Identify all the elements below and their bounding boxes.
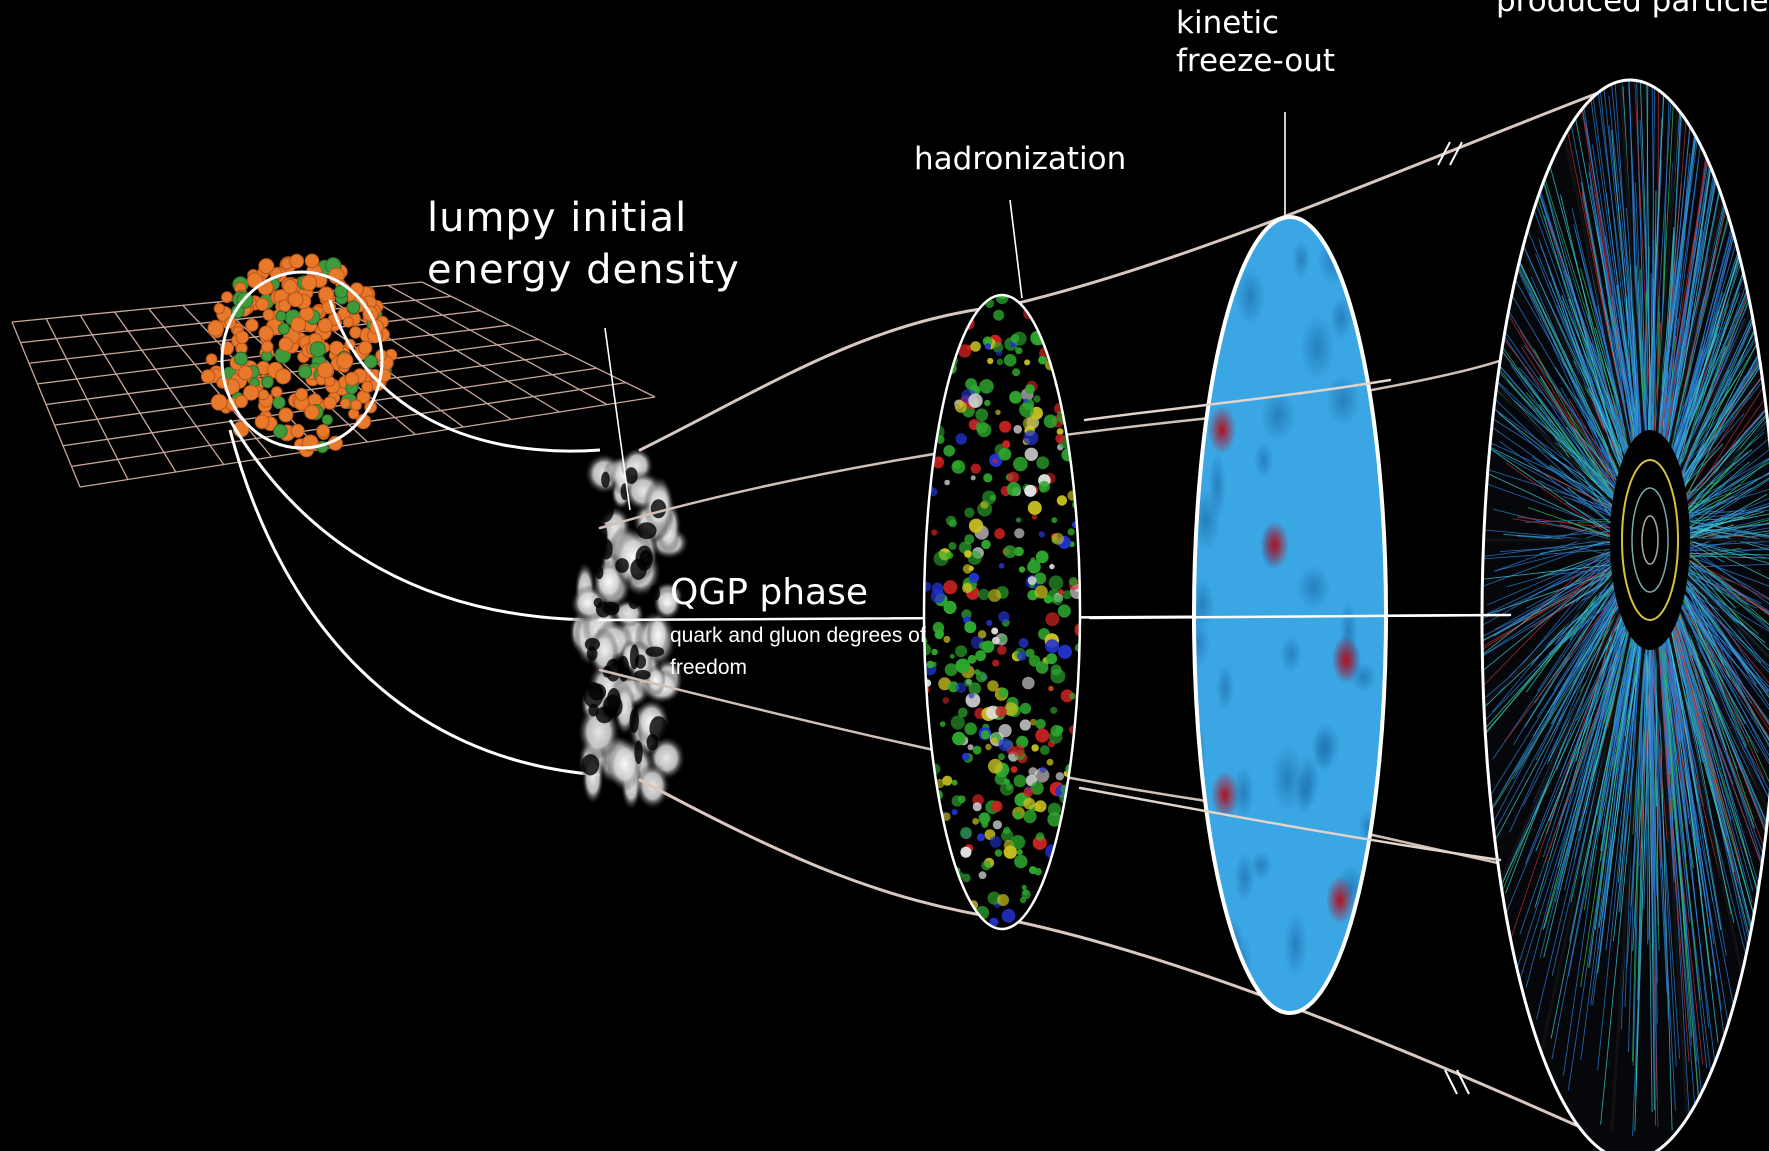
initial-energy-label: lumpy initial energy density — [427, 192, 740, 296]
qgp-phase-subtitle: quark and gluon degrees of freedom — [670, 620, 926, 684]
produced-particles-detector-disk — [1480, 78, 1769, 1151]
kinetic-line-1: kinetic — [1176, 5, 1280, 41]
produced-particles-label: produced particles — [1496, 0, 1769, 19]
kinetic-line-2: freeze-out — [1176, 43, 1335, 79]
kinetic-freezeout-disk — [1192, 215, 1388, 1015]
initial-label-line-1: lumpy initial — [427, 195, 688, 241]
qgp-phase-title: QGP phase — [670, 572, 869, 613]
initial-state-outline — [220, 270, 384, 450]
kinetic-freezeout-label: kinetic freeze-out — [1176, 4, 1335, 80]
qgp-sub-line-1: quark and gluon degrees of — [670, 624, 926, 647]
label-pointers — [604, 112, 1286, 511]
evolution-flow-lines — [228, 299, 601, 777]
hadronization-label: hadronization — [914, 141, 1127, 177]
qgp-sub-line-2: freedom — [670, 656, 748, 679]
initial-label-line-2: energy density — [427, 247, 740, 293]
axis-break-marks — [1437, 141, 1470, 1095]
front-lines — [1078, 378, 1512, 862]
qgp-blob — [569, 447, 690, 811]
hadronization-disk — [922, 293, 1082, 931]
